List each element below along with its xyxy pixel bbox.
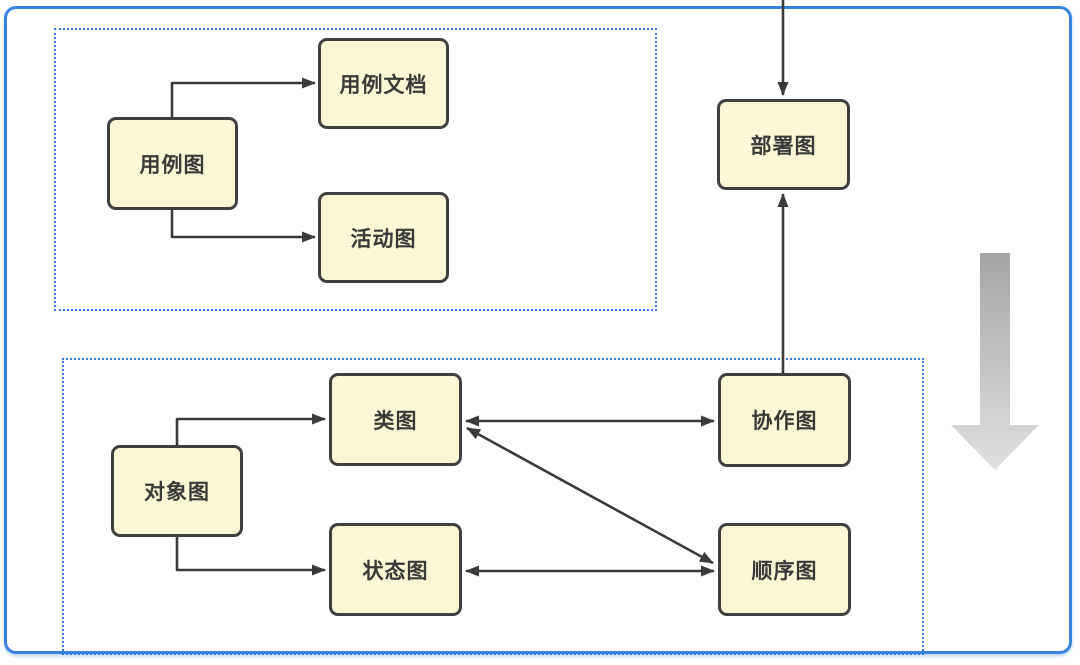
edge-usecase-to-activity [170,210,316,243]
node-label: 状态图 [362,559,429,583]
edge-object-to-class [175,413,326,445]
node-use-case-diagram: 用例图 [107,117,238,210]
node-activity-diagram: 活动图 [318,192,449,283]
big-down-arrow-icon [951,253,1039,470]
group-structure-behavior-cluster [62,358,924,655]
edge-class-sequence [466,426,714,565]
node-deployment-diagram: 部署图 [717,99,850,190]
node-label: 对象图 [144,481,210,504]
node-label: 活动图 [350,227,417,251]
edge-object-to-state [175,537,326,576]
node-label: 类图 [373,409,418,433]
canvas-frame [4,6,1072,654]
node-label: 用例图 [139,153,206,177]
node-label: 部署图 [750,134,817,158]
node-class-diagram: 类图 [329,373,462,466]
node-collaboration-diagram: 协作图 [718,373,851,467]
edge-usecase-to-usecasedoc [170,77,316,117]
node-label: 用例文档 [339,73,428,97]
node-label: 顺序图 [751,559,818,583]
node-label: 协作图 [751,410,818,433]
node-state-diagram: 状态图 [329,523,462,616]
node-use-case-document: 用例文档 [318,38,449,129]
node-sequence-diagram: 顺序图 [718,523,851,616]
group-use-case-cluster [54,28,657,311]
node-object-diagram: 对象图 [111,445,243,537]
